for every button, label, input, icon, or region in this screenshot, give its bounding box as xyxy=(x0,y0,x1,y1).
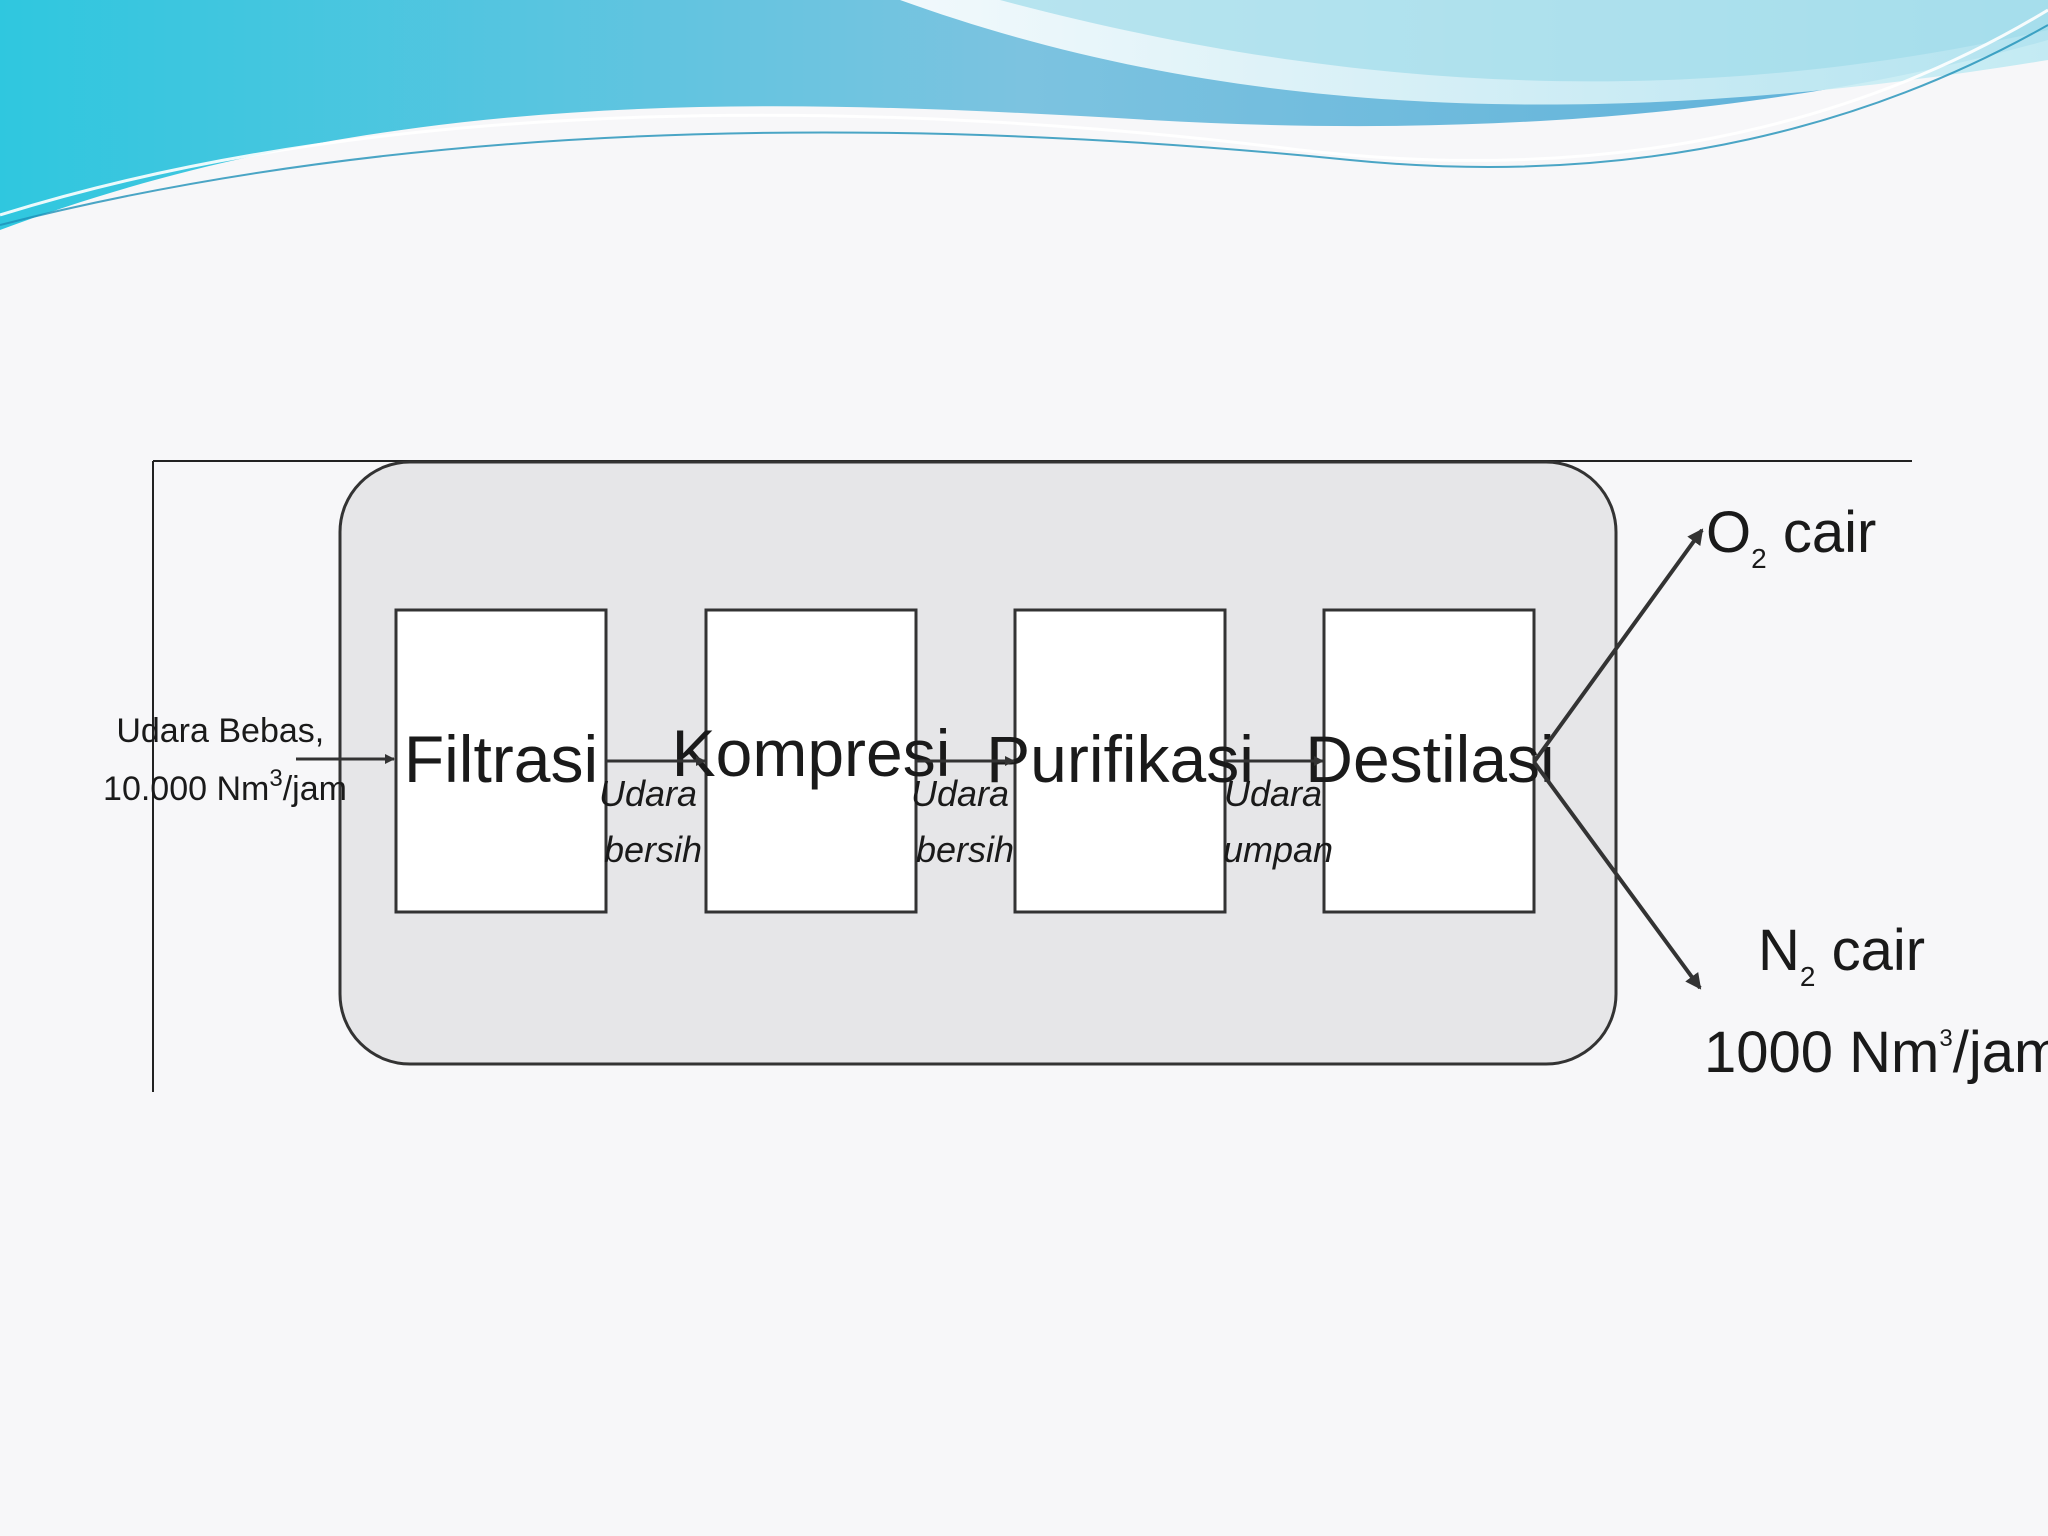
input-label: Udara Bebas, 10.000 Nm3/jam xyxy=(103,712,347,808)
flow-label-3: Udara umpan xyxy=(1223,773,1333,870)
header-wave-decoration xyxy=(0,0,2048,230)
flow-label-1: Udara bersih xyxy=(599,773,707,870)
output-rate-n2: 1000 Nm3/jam xyxy=(1704,1020,2048,1085)
box-label: Destilasi xyxy=(1305,722,1554,796)
output-label-o2: O2 cair xyxy=(1706,500,1876,574)
process-panel xyxy=(338,460,1618,1066)
process-box-filtrasi: Filtrasi xyxy=(394,608,608,914)
output-arrow-o2 xyxy=(1532,528,1704,764)
process-box-destilasi: Destilasi xyxy=(1305,608,1555,914)
flow-label-2: Udara bersih xyxy=(911,773,1019,870)
box-label: Kompresi xyxy=(672,716,951,790)
process-box-kompresi: Kompresi xyxy=(672,608,951,914)
box-label: Filtrasi xyxy=(404,722,598,796)
output-arrow-n2 xyxy=(1532,760,1702,990)
output-label-n2: N2 cair xyxy=(1758,918,1925,992)
box-label: Purifikasi xyxy=(986,722,1254,796)
process-box-purifikasi: Purifikasi xyxy=(986,608,1254,914)
